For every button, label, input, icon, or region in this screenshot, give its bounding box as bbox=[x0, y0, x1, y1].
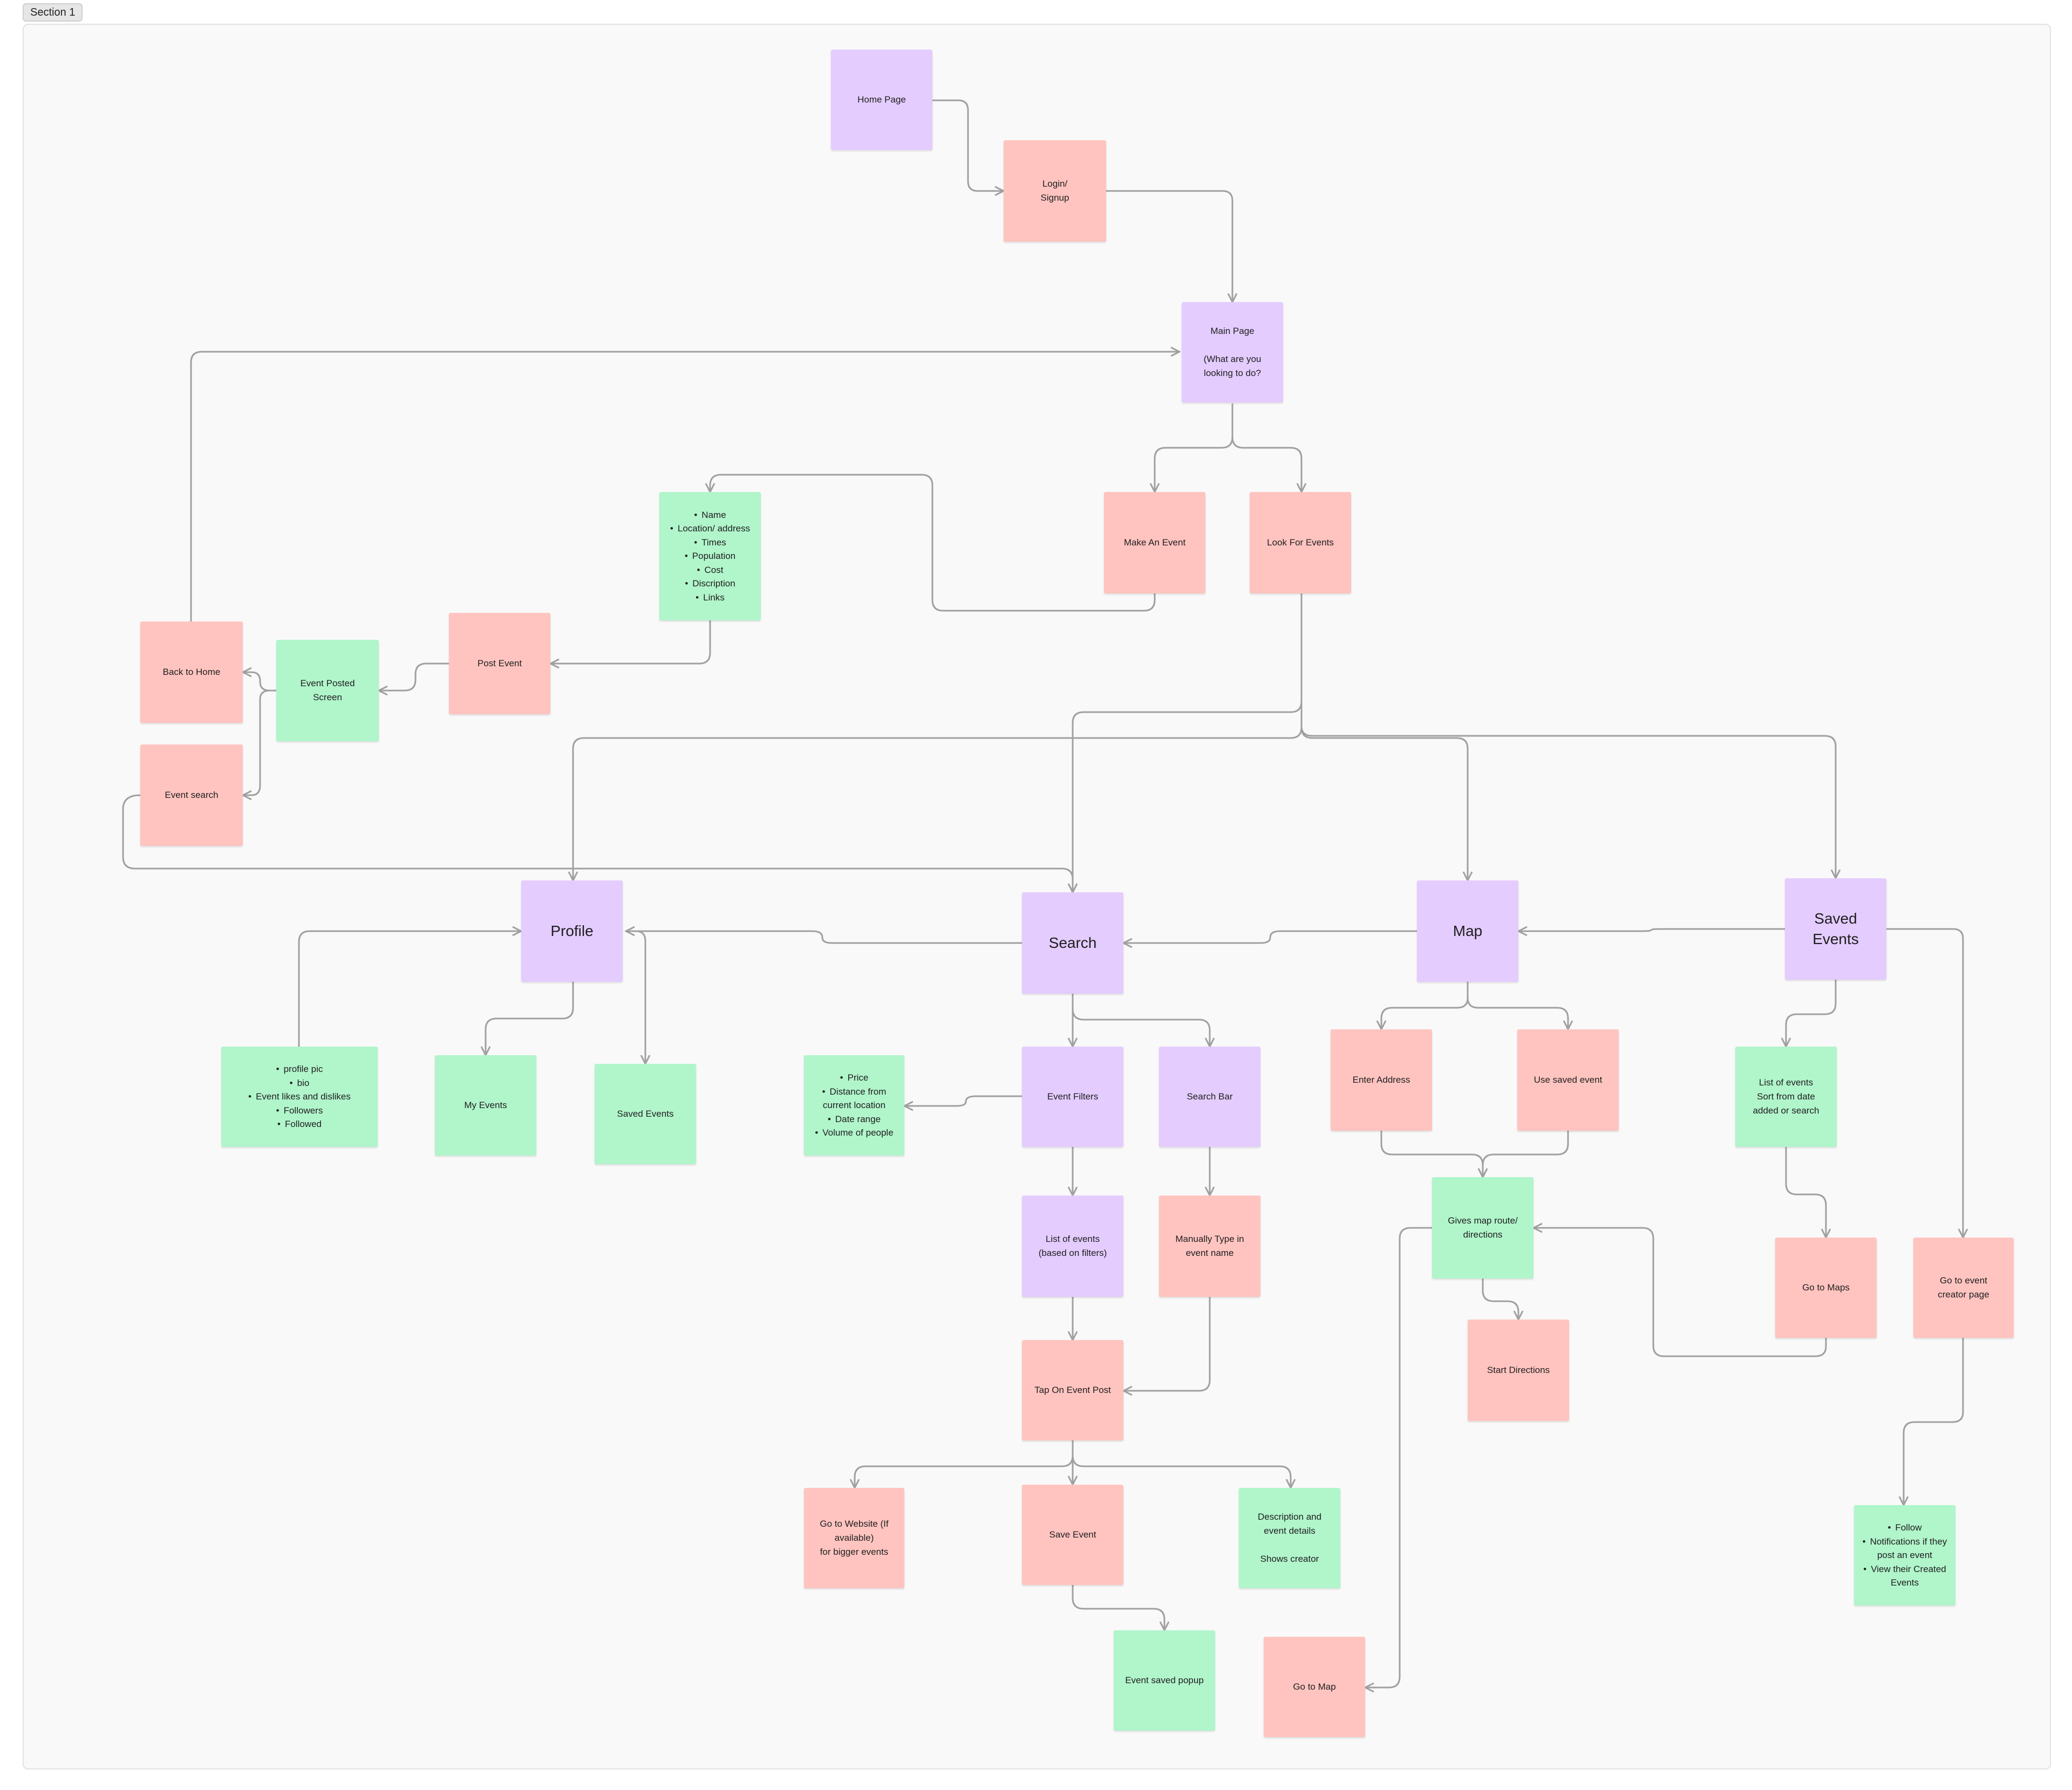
note-tap-post[interactable]: Tap On Event Post bbox=[1022, 1340, 1123, 1440]
edge-profile-items bbox=[298, 931, 521, 1047]
section-label[interactable]: Section 1 bbox=[23, 3, 83, 22]
edge-save-popup bbox=[1072, 1585, 1164, 1630]
edge-look-saved bbox=[1300, 593, 1836, 878]
edge-filters-list bbox=[904, 1095, 1022, 1106]
edge-main-make bbox=[1155, 404, 1233, 492]
filter-item: Volume of people bbox=[810, 1126, 898, 1140]
edge-home-login bbox=[932, 99, 1004, 191]
note-go-creator[interactable]: Go to event creator page bbox=[1913, 1238, 2014, 1338]
note-event-search[interactable]: Event search bbox=[140, 744, 243, 846]
edge-look-search bbox=[1073, 593, 1303, 892]
edge-search-profile bbox=[626, 931, 1022, 944]
profile-item: Followed bbox=[248, 1117, 351, 1131]
note-go-maps[interactable]: Go to Maps bbox=[1775, 1238, 1877, 1338]
note-main-page[interactable]: Main Page (What are you looking to do? bbox=[1182, 302, 1283, 402]
note-manual-type[interactable]: Manually Type in event name bbox=[1159, 1195, 1260, 1297]
note-back-home[interactable]: Back to Home bbox=[140, 621, 243, 723]
edge-eventsearch-search bbox=[122, 794, 1073, 892]
note-event-filters[interactable]: Event Filters bbox=[1022, 1047, 1123, 1147]
edge-back-main bbox=[190, 352, 1180, 621]
edge-saved-map bbox=[1518, 929, 1785, 931]
field-item: Links bbox=[670, 591, 750, 605]
note-creator-items[interactable]: Follow Notifications if they post an eve… bbox=[1854, 1505, 1955, 1605]
field-item: Cost bbox=[670, 563, 750, 577]
note-event-posted[interactable]: Event Posted Screen bbox=[276, 640, 379, 741]
profile-item: Followers bbox=[248, 1104, 351, 1118]
edge-make-fields bbox=[710, 474, 1156, 612]
edge-profile-savedsub bbox=[626, 930, 645, 1064]
note-enter-address[interactable]: Enter Address bbox=[1331, 1029, 1432, 1131]
edge-search-searchbar bbox=[1072, 994, 1210, 1047]
note-look-events[interactable]: Look For Events bbox=[1250, 492, 1351, 593]
edge-map-address bbox=[1381, 982, 1469, 1029]
edge-address-route bbox=[1380, 1131, 1483, 1177]
note-make-event[interactable]: Make An Event bbox=[1104, 492, 1205, 593]
note-map[interactable]: Map bbox=[1417, 880, 1518, 982]
edge-posted-back bbox=[243, 672, 276, 692]
note-saved-events-sub[interactable]: Saved Events bbox=[595, 1064, 696, 1164]
profile-item: profile pic bbox=[248, 1062, 351, 1076]
edge-route-start bbox=[1482, 1279, 1518, 1320]
edge-tap-description bbox=[1072, 1440, 1291, 1488]
note-start-directions[interactable]: Start Directions bbox=[1468, 1320, 1569, 1421]
field-item: Times bbox=[670, 536, 750, 550]
field-item: Population bbox=[670, 549, 750, 563]
note-map-route[interactable]: Gives map route/ directions bbox=[1432, 1177, 1533, 1279]
note-search-bar[interactable]: Search Bar bbox=[1159, 1047, 1260, 1147]
filter-item: Price bbox=[810, 1071, 898, 1085]
note-saved-events[interactable]: Saved Events bbox=[1785, 878, 1886, 980]
edge-route-gotomap bbox=[1365, 1227, 1432, 1687]
profile-item: bio bbox=[248, 1076, 351, 1090]
profile-item: Event likes and dislikes bbox=[248, 1090, 351, 1104]
edge-gomaps-route bbox=[1533, 1228, 1827, 1357]
edge-profile-myevents bbox=[486, 982, 574, 1055]
note-home-page[interactable]: Home Page bbox=[831, 50, 932, 150]
edge-post-posted bbox=[379, 662, 449, 691]
note-use-saved[interactable]: Use saved event bbox=[1517, 1029, 1619, 1131]
filter-item: Date range bbox=[810, 1112, 898, 1126]
field-item: Location/ address bbox=[670, 522, 750, 536]
edge-map-usesaved bbox=[1467, 982, 1568, 1029]
edge-posted-eventsearch bbox=[243, 689, 276, 795]
note-filter-items[interactable]: Price Distance from current location Dat… bbox=[804, 1055, 904, 1156]
note-profile[interactable]: Profile bbox=[521, 880, 623, 982]
edge-list-gomaps bbox=[1785, 1147, 1826, 1238]
edge-look-map bbox=[1300, 593, 1468, 880]
creator-item: View their Created Events bbox=[1860, 1562, 1949, 1590]
edge-saved-creator bbox=[1886, 928, 1963, 1238]
note-search[interactable]: Search bbox=[1022, 892, 1123, 994]
note-event-fields[interactable]: Name Location/ address Times Population … bbox=[659, 492, 761, 620]
note-post-event[interactable]: Post Event bbox=[449, 613, 550, 714]
filter-item: Distance from current location bbox=[810, 1085, 898, 1112]
note-saved-popup[interactable]: Event saved popup bbox=[1114, 1630, 1215, 1731]
edge-main-look bbox=[1231, 404, 1301, 492]
field-item: Name bbox=[670, 508, 750, 522]
note-go-website[interactable]: Go to Website (If available) for bigger … bbox=[804, 1488, 904, 1588]
note-profile-items[interactable]: profile pic bio Event likes and dislikes… bbox=[221, 1047, 378, 1147]
note-go-to-map[interactable]: Go to Map bbox=[1264, 1637, 1365, 1737]
edge-tap-website bbox=[855, 1440, 1074, 1488]
note-list-saved[interactable]: List of events Sort from date added or s… bbox=[1735, 1047, 1837, 1147]
edge-login-main bbox=[1106, 190, 1232, 302]
note-list-filters[interactable]: List of events (based on filters) bbox=[1022, 1195, 1123, 1297]
note-my-events[interactable]: My Events bbox=[435, 1055, 536, 1156]
edge-look-profile bbox=[573, 593, 1303, 880]
note-description[interactable]: Description and event details Shows crea… bbox=[1239, 1488, 1340, 1588]
field-item: Discription bbox=[670, 577, 750, 591]
note-login-signup[interactable]: Login/ Signup bbox=[1004, 140, 1106, 242]
edge-manual-tap bbox=[1123, 1297, 1211, 1391]
edge-fields-post bbox=[550, 620, 711, 664]
note-save-event[interactable]: Save Event bbox=[1022, 1485, 1123, 1585]
creator-item: Notifications if they post an event bbox=[1860, 1535, 1949, 1562]
creator-item: Follow bbox=[1860, 1521, 1949, 1535]
edge-creator-items bbox=[1904, 1338, 1964, 1505]
edge-map-search bbox=[1123, 930, 1417, 943]
edge-saved-list bbox=[1786, 980, 1837, 1047]
edge-usesaved-route bbox=[1483, 1131, 1569, 1177]
